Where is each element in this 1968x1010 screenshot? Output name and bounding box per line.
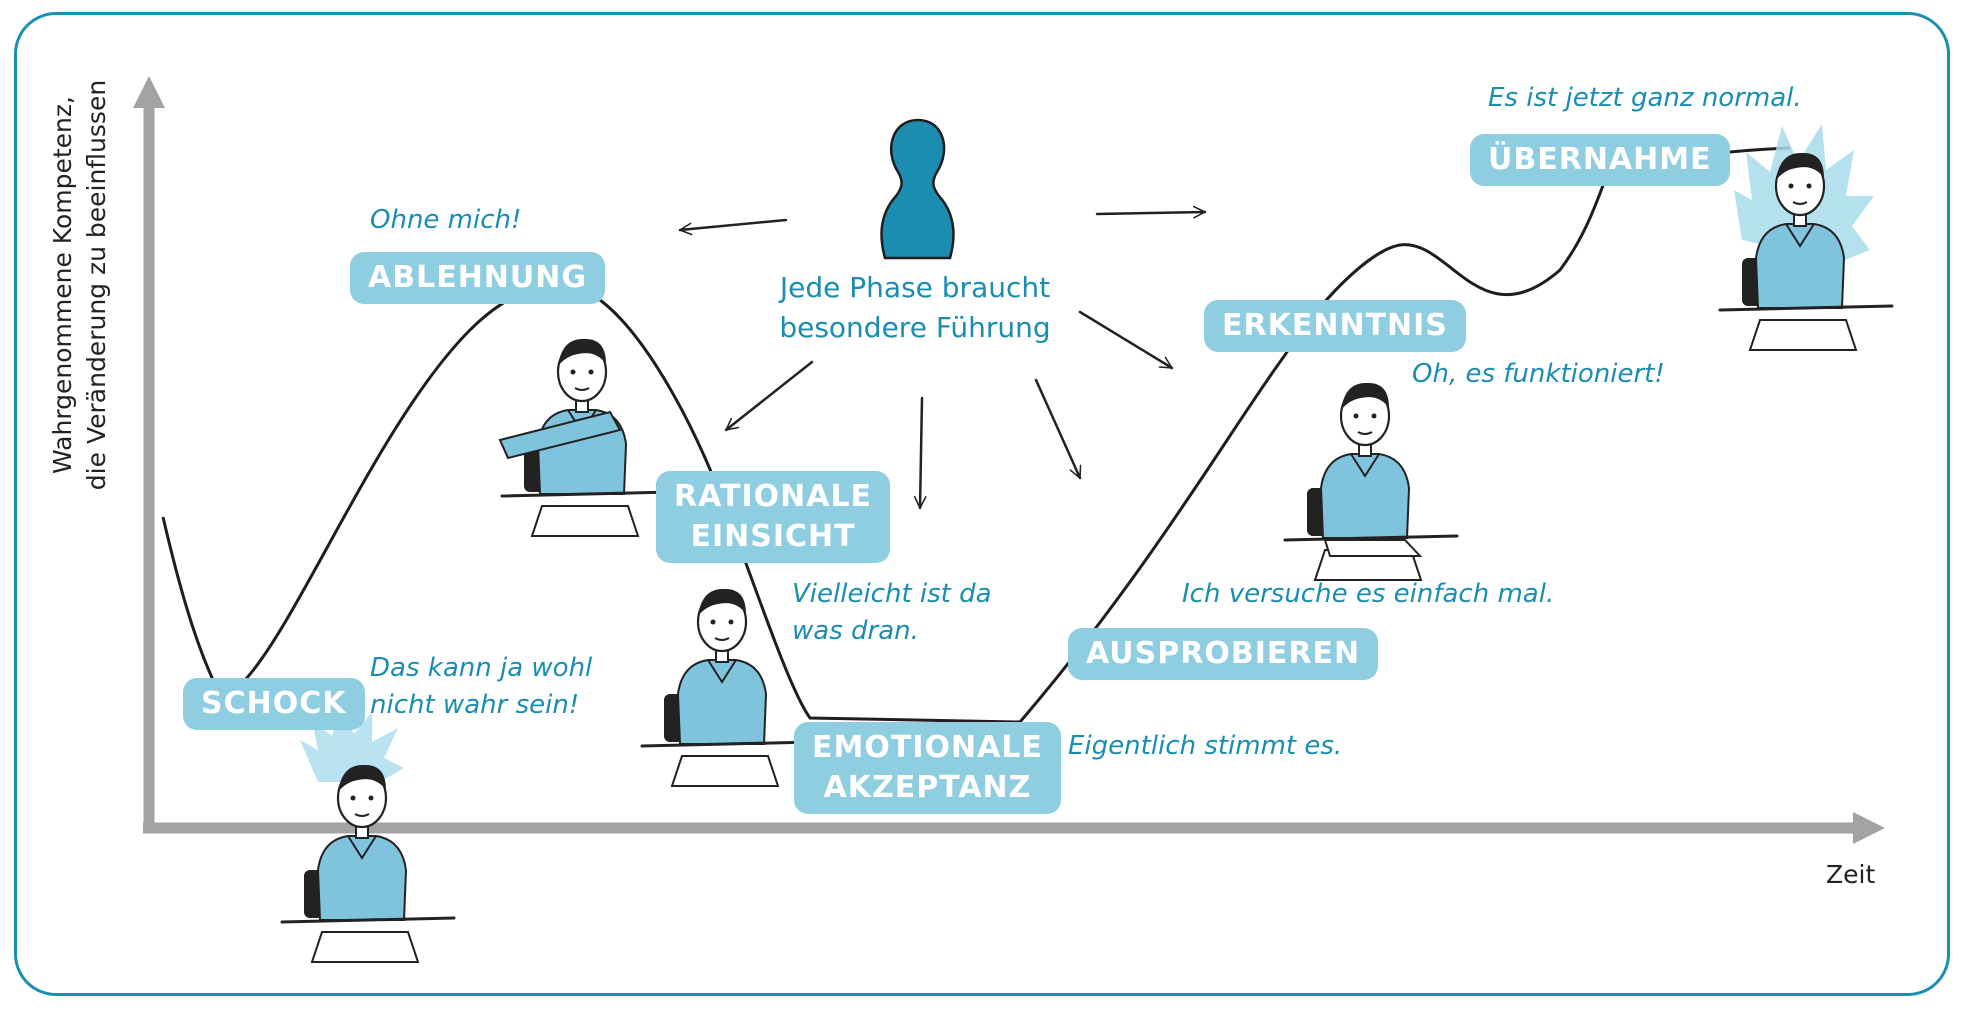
phase-label-schock: SCHOCK — [183, 678, 365, 730]
quote-erkenntnis: Oh, es funktioniert! — [1412, 359, 1665, 389]
person-ablehnung — [498, 337, 676, 538]
phase-label-erkenntnis: ERKENNTNIS — [1204, 300, 1466, 352]
quote-ablehnung: Ohne mich! — [370, 205, 522, 235]
leadership-note: Jede Phase braucht besondere Führung — [779, 271, 1051, 344]
person-uebernahme — [1718, 124, 1894, 352]
quote-ausprobieren: Ich versuche es einfach mal. — [1182, 579, 1555, 609]
leadership-arrows — [678, 205, 1207, 510]
pawn-icon — [880, 118, 955, 260]
change-curve — [161, 146, 1791, 724]
phase-label-uebernahme: ÜBERNAHME — [1470, 134, 1730, 186]
quote-emotionale-akzeptanz: Eigentlich stimmt es. — [1068, 731, 1343, 761]
diagram-frame — [14, 12, 1950, 996]
phase-label-ausprobieren: AUSPROBIEREN — [1068, 628, 1379, 680]
quote-rationale-einsicht: Vielleicht ist da was dran. — [792, 579, 992, 646]
phase-label-ablehnung: ABLEHNUNG — [350, 252, 605, 304]
person-schock — [280, 708, 456, 964]
y-axis-label: Wahrgenommene Kompetenz, die Veränderung… — [48, 79, 111, 491]
x-axis-label: Zeit — [1826, 860, 1876, 889]
phase-label-rationale-einsicht: RATIONALE EINSICHT — [656, 471, 891, 563]
axes — [133, 76, 1885, 844]
quote-uebernahme: Es ist jetzt ganz normal. — [1488, 83, 1802, 113]
person-rationale-einsicht — [640, 587, 816, 788]
quote-schock: Das kann ja wohl nicht wahr sein! — [370, 653, 593, 720]
phase-label-emotionale-akzeptanz: EMOTIONALE AKZEPTANZ — [794, 722, 1061, 814]
person-erkenntnis — [1283, 381, 1459, 582]
